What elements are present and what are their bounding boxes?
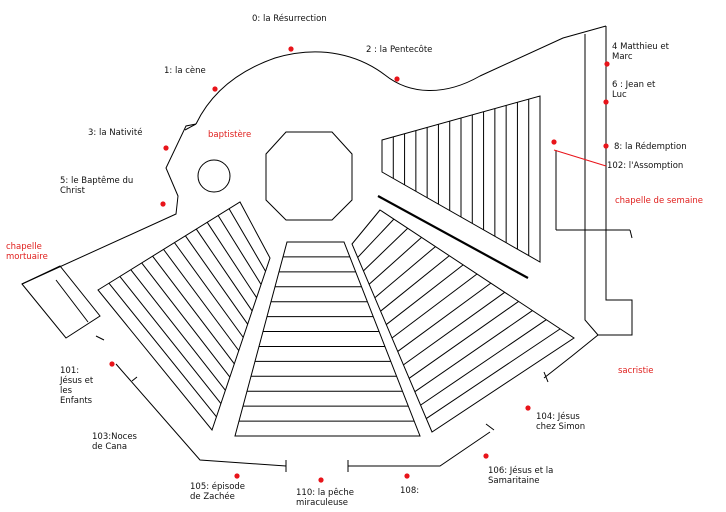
mortuary-chapel bbox=[21, 265, 101, 339]
label-cene: 1: la cène bbox=[164, 66, 206, 76]
pew-row bbox=[130, 269, 226, 391]
label-pentecote: 2 : la Pentecôte bbox=[366, 45, 433, 55]
label-cana: 103:Noces de Cana bbox=[92, 432, 137, 452]
label-enfants: 101: Jésus et les Enfants bbox=[60, 366, 94, 406]
station-marker bbox=[212, 86, 218, 92]
station-marker bbox=[603, 143, 609, 149]
label-108: 108: bbox=[400, 486, 420, 496]
north-curved-wall bbox=[195, 25, 607, 125]
east-inner-wall bbox=[584, 34, 599, 336]
pew-row bbox=[184, 235, 249, 325]
tower-chevron bbox=[184, 123, 197, 131]
octagon-altar bbox=[265, 131, 353, 221]
pew-row bbox=[363, 227, 409, 272]
label-redemption: 8: la Rédemption bbox=[614, 142, 687, 152]
pew-row bbox=[163, 249, 240, 351]
station-marker bbox=[288, 46, 294, 52]
station-marker bbox=[160, 201, 166, 207]
pew-row bbox=[397, 282, 492, 352]
pew-row bbox=[420, 319, 547, 406]
west-wall bbox=[21, 123, 197, 285]
pew-row bbox=[368, 237, 422, 285]
station-marker bbox=[604, 61, 610, 67]
label-nativite: 3: la Nativité bbox=[88, 128, 143, 138]
pew-row bbox=[141, 262, 231, 378]
pew-row bbox=[426, 328, 561, 419]
station-marker bbox=[234, 473, 240, 479]
station-marker bbox=[163, 145, 169, 151]
pew-row bbox=[403, 291, 506, 366]
pew-row bbox=[228, 208, 266, 272]
station-marker bbox=[109, 361, 115, 367]
label-peche: 110: la pêche miraculeuse bbox=[296, 488, 354, 508]
station-marker bbox=[404, 473, 410, 479]
label-samaritaine: 106: Jésus et la Samaritaine bbox=[488, 466, 554, 486]
pew-row bbox=[357, 218, 395, 258]
east-pew-block bbox=[351, 209, 575, 433]
station-marker bbox=[318, 477, 324, 483]
pew-row bbox=[217, 215, 262, 285]
assomption-pointer bbox=[553, 149, 607, 167]
label-assomption: 102: l'Assomption bbox=[607, 161, 684, 171]
label-bapteme: 5: le Baptême du Christ bbox=[60, 176, 134, 196]
center-pew-block bbox=[234, 241, 421, 437]
label-zachee: 105: épisode de Zachée bbox=[190, 482, 246, 502]
east-wall bbox=[598, 26, 633, 336]
room-chapelle-semaine: chapelle de semaine bbox=[615, 196, 704, 206]
room-chapelle-mortuaire: chapelle mortuaire bbox=[6, 242, 48, 262]
station-marker bbox=[525, 405, 531, 411]
pew-row bbox=[108, 282, 217, 418]
room-baptistere: baptistère bbox=[208, 130, 252, 140]
baptistery-font bbox=[197, 159, 231, 193]
northeast-pew-block bbox=[381, 95, 541, 263]
pew-row bbox=[385, 264, 464, 325]
pew-row bbox=[380, 255, 450, 312]
label-matthieu: 4 Matthieu et Marc bbox=[612, 42, 669, 62]
label-jean: 6 : Jean et Luc bbox=[612, 80, 656, 100]
pew-row bbox=[374, 246, 436, 299]
pew-row bbox=[408, 301, 519, 379]
south-wall bbox=[348, 423, 495, 467]
pew-row bbox=[414, 310, 533, 393]
choir-rail bbox=[377, 195, 529, 279]
station-marker bbox=[603, 99, 609, 105]
label-simon: 104: Jésus chez Simon bbox=[536, 412, 586, 432]
station-marker bbox=[483, 453, 489, 459]
southwest-wall bbox=[95, 335, 287, 467]
week-chapel-wall bbox=[555, 150, 633, 239]
label-resurrection: 0: la Résurrection bbox=[252, 14, 327, 24]
pew-row bbox=[152, 255, 235, 365]
pew-row bbox=[119, 276, 222, 404]
station-marker bbox=[551, 139, 557, 145]
pew-row bbox=[391, 273, 478, 339]
west-pew-block bbox=[97, 201, 271, 432]
pew-row bbox=[195, 228, 253, 312]
pew-row bbox=[174, 242, 244, 338]
pew-row bbox=[206, 222, 258, 298]
sacristy-corner bbox=[543, 334, 599, 383]
room-sacristie: sacristie bbox=[618, 366, 654, 376]
station-marker bbox=[394, 76, 400, 82]
